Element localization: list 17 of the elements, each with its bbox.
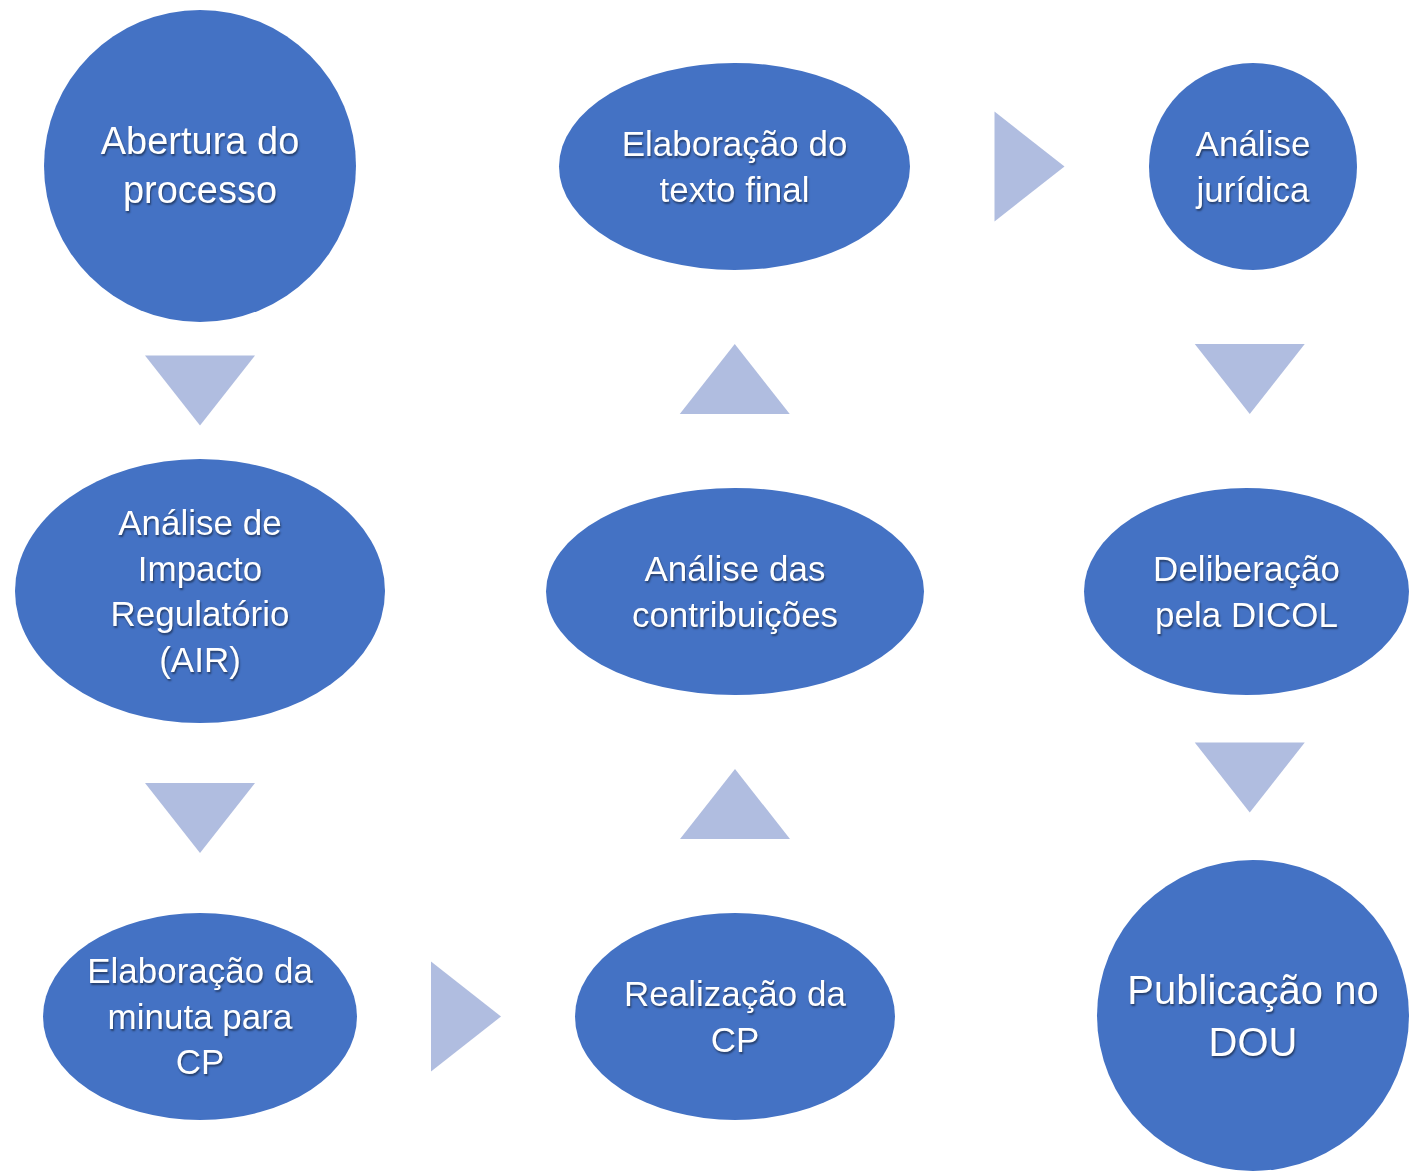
chevron-arrow (679, 344, 790, 414)
chevron-arrow (1194, 742, 1305, 813)
step-label: Publicação no DOU (1126, 966, 1380, 1066)
chevron-arrow (680, 769, 790, 839)
chevron-arrow (145, 783, 255, 853)
chevron-arrow (994, 111, 1065, 222)
step-label: Elaboração do texto final (620, 123, 849, 211)
step-label: Elaboração da minuta para CP (86, 950, 314, 1084)
chevron-arrow (431, 961, 501, 1072)
step-label: Deliberação pela DICOL (1152, 548, 1341, 636)
step-label: Abertura do processo (100, 118, 300, 213)
step-label: Realização da CP (623, 973, 847, 1061)
step-label: Análise jurídica (1194, 123, 1312, 211)
step-label: Análise de Impacto Regulatório (AIR) (109, 502, 291, 681)
chevron-arrow (1194, 344, 1305, 414)
step-label: Análise das contribuições (630, 548, 840, 636)
chevron-arrow (145, 355, 255, 426)
